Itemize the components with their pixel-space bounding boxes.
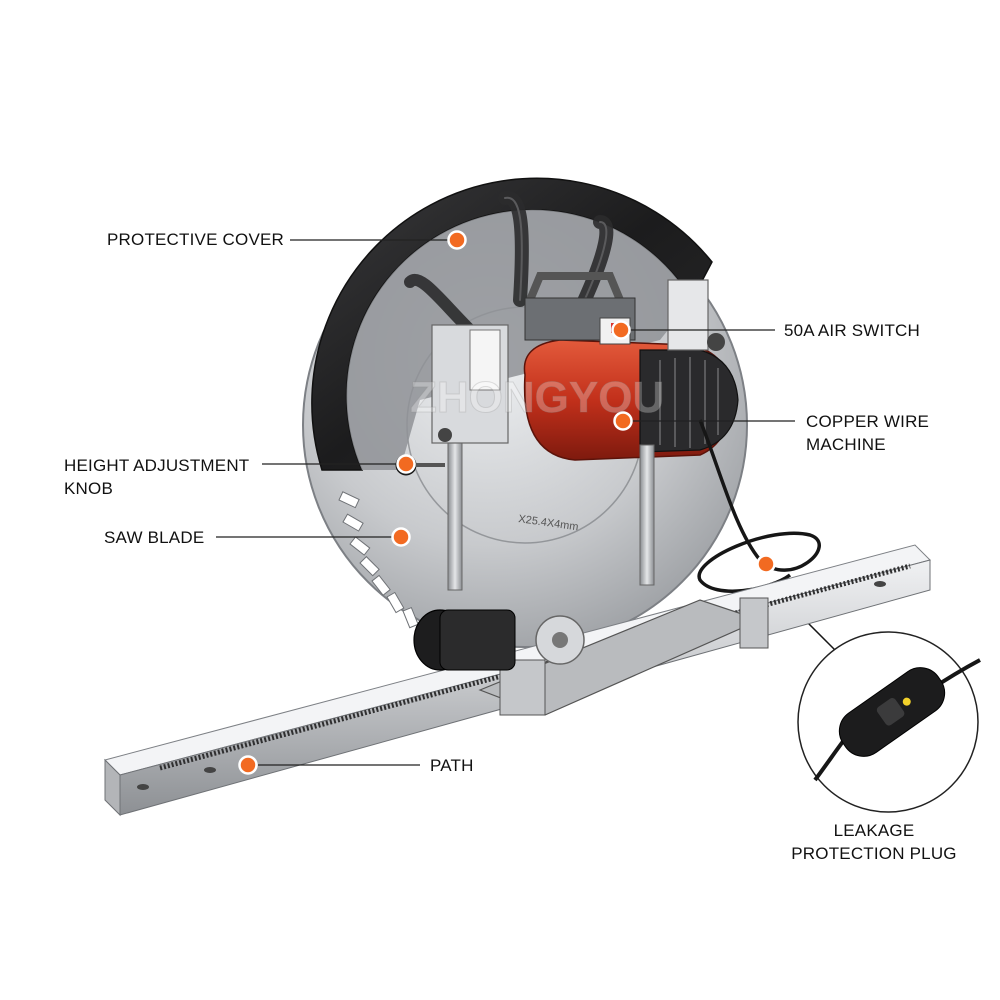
callout-dot-protective-cover [447,230,467,250]
callout-dot-air-switch [611,320,631,340]
leakage-plug-inset [797,631,981,813]
label-path: PATH [430,756,474,775]
support-columns [395,279,725,591]
watermark: ZHONGYOU [410,373,664,422]
callout-dot-copper-wire [613,411,633,431]
label-height-adjustment-knob: HEIGHT ADJUSTMENT KNOB [64,454,249,500]
label-leakage-line2: PROTECTION PLUG [791,844,957,863]
callout-dots [238,230,776,775]
label-height-line1: HEIGHT ADJUSTMENT [64,456,250,475]
copper-wire-motor [523,272,739,461]
callout-dot-saw-blade [391,527,411,547]
label-copper-wire-line1: COPPER WIRE [806,412,930,431]
label-air-switch: 50A AIR SWITCH [784,321,921,340]
label-copper-wire-line2: MACHINE [806,435,886,454]
label-protective-cover: PROTECTIVE COVER [107,230,285,249]
callout-dot-cable [756,554,776,574]
callout-dot-height-knob [396,454,416,474]
carriage-assembly [413,597,769,716]
label-copper-wire-machine: COPPER WIRE MACHINE [806,410,929,456]
callout-dot-path [238,755,258,775]
label-leakage-line1: LEAKAGE [833,821,915,840]
label-height-line2: KNOB [64,479,113,498]
label-saw-blade: SAW BLADE [104,528,205,547]
callout-leaders [216,239,795,766]
label-leakage-protection-plug: LEAKAGE PROTECTION PLUG [784,819,964,865]
